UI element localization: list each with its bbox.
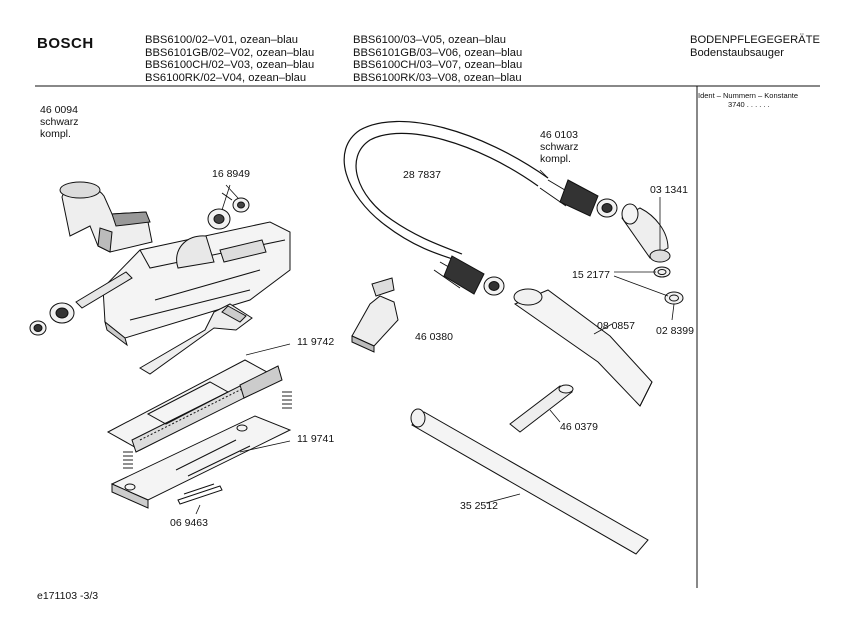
part-note: kompl. [40, 128, 71, 140]
model-line: BS6100RK/02–V04, ozean–blau [145, 71, 307, 84]
leader-lines [195, 169, 675, 515]
model-line: BBS6100/02–V01, ozean–blau [145, 34, 299, 46]
strip-drawing [177, 483, 223, 505]
lever-drawing [139, 303, 253, 375]
hose-drawing [343, 120, 618, 296]
springs-drawing [123, 391, 292, 469]
model-line: BBS6101GB/03–V06, ozean–blau [353, 46, 523, 59]
brand-logo: BOSCH [37, 35, 94, 52]
part-number: 46 0103 [540, 129, 578, 141]
part-label-460094: 46 0094 schwarz kompl. [40, 104, 79, 140]
category-block: BODENPFLEGEGERÄTE Bodenstaubsauger [690, 34, 820, 59]
floor-nozzle-drawing [102, 221, 291, 347]
ident-title: Ident – Nummern – Konstante [698, 91, 799, 100]
upholstery-nozzle-drawing [351, 277, 399, 353]
rings-drawing [653, 266, 684, 305]
category-title: BODENPFLEGEGERÄTE [690, 34, 820, 46]
brush-frame-drawing [106, 359, 283, 453]
model-line: BBS6100/03–V05, ozean–blau [353, 34, 507, 46]
part-label-168949: 16 8949 [212, 168, 250, 180]
model-line: BBS6100CH/03–V07, ozean–blau [353, 59, 523, 72]
model-line: BBS6100CH/02–V03, ozean–blau [145, 59, 315, 72]
part-note: kompl. [540, 153, 571, 165]
part-color: schwarz [540, 141, 579, 153]
part-color: schwarz [40, 116, 79, 128]
part-label-460380: 46 0380 [415, 331, 453, 343]
crevice-tool-drawing [509, 384, 574, 433]
ident-value: 3740 . . . . . . [728, 99, 770, 109]
part-label-080857: 08 0857 [597, 320, 635, 332]
part-label-152177: 15 2177 [572, 269, 610, 281]
model-list-2: BBS6100/03–V05, ozean–blau BBS6101GB/03–… [353, 34, 522, 84]
part-label-119742: 11 9742 [297, 336, 335, 348]
part-label-352512: 35 2512 [460, 500, 498, 512]
model-line: BBS6101GB/02–V02, ozean–blau [145, 46, 315, 59]
document-id: e171103 -3/3 [37, 590, 99, 602]
part-label-460379: 46 0379 [560, 421, 598, 433]
sole-plate-drawing [110, 415, 292, 509]
model-list-1: BBS6100/02–V01, ozean–blau BBS6101GB/02–… [145, 34, 314, 84]
handle-drawing [621, 203, 671, 263]
straight-tube-drawing [410, 408, 649, 555]
model-line: BBS6100RK/03–V08, ozean–blau [353, 71, 522, 84]
part-label-069463: 06 9463 [170, 517, 208, 529]
part-label-287837: 28 7837 [403, 169, 441, 181]
part-label-460103: 46 0103 schwarz kompl. [540, 129, 579, 165]
axle-drawing [29, 271, 133, 336]
wheels-drawing [207, 192, 250, 230]
part-label-031341: 03 1341 [650, 184, 688, 196]
part-label-028399: 02 8399 [656, 325, 694, 337]
bent-wand-drawing [513, 288, 653, 407]
ident-block: Ident – Nummern – Konstante 3740 . . . .… [698, 91, 799, 109]
part-label-119741: 11 9741 [297, 433, 335, 445]
category-subtitle: Bodenstaubsauger [690, 46, 784, 59]
part-number: 46 0094 [40, 104, 78, 116]
nozzle-elbow-drawing [59, 181, 153, 253]
